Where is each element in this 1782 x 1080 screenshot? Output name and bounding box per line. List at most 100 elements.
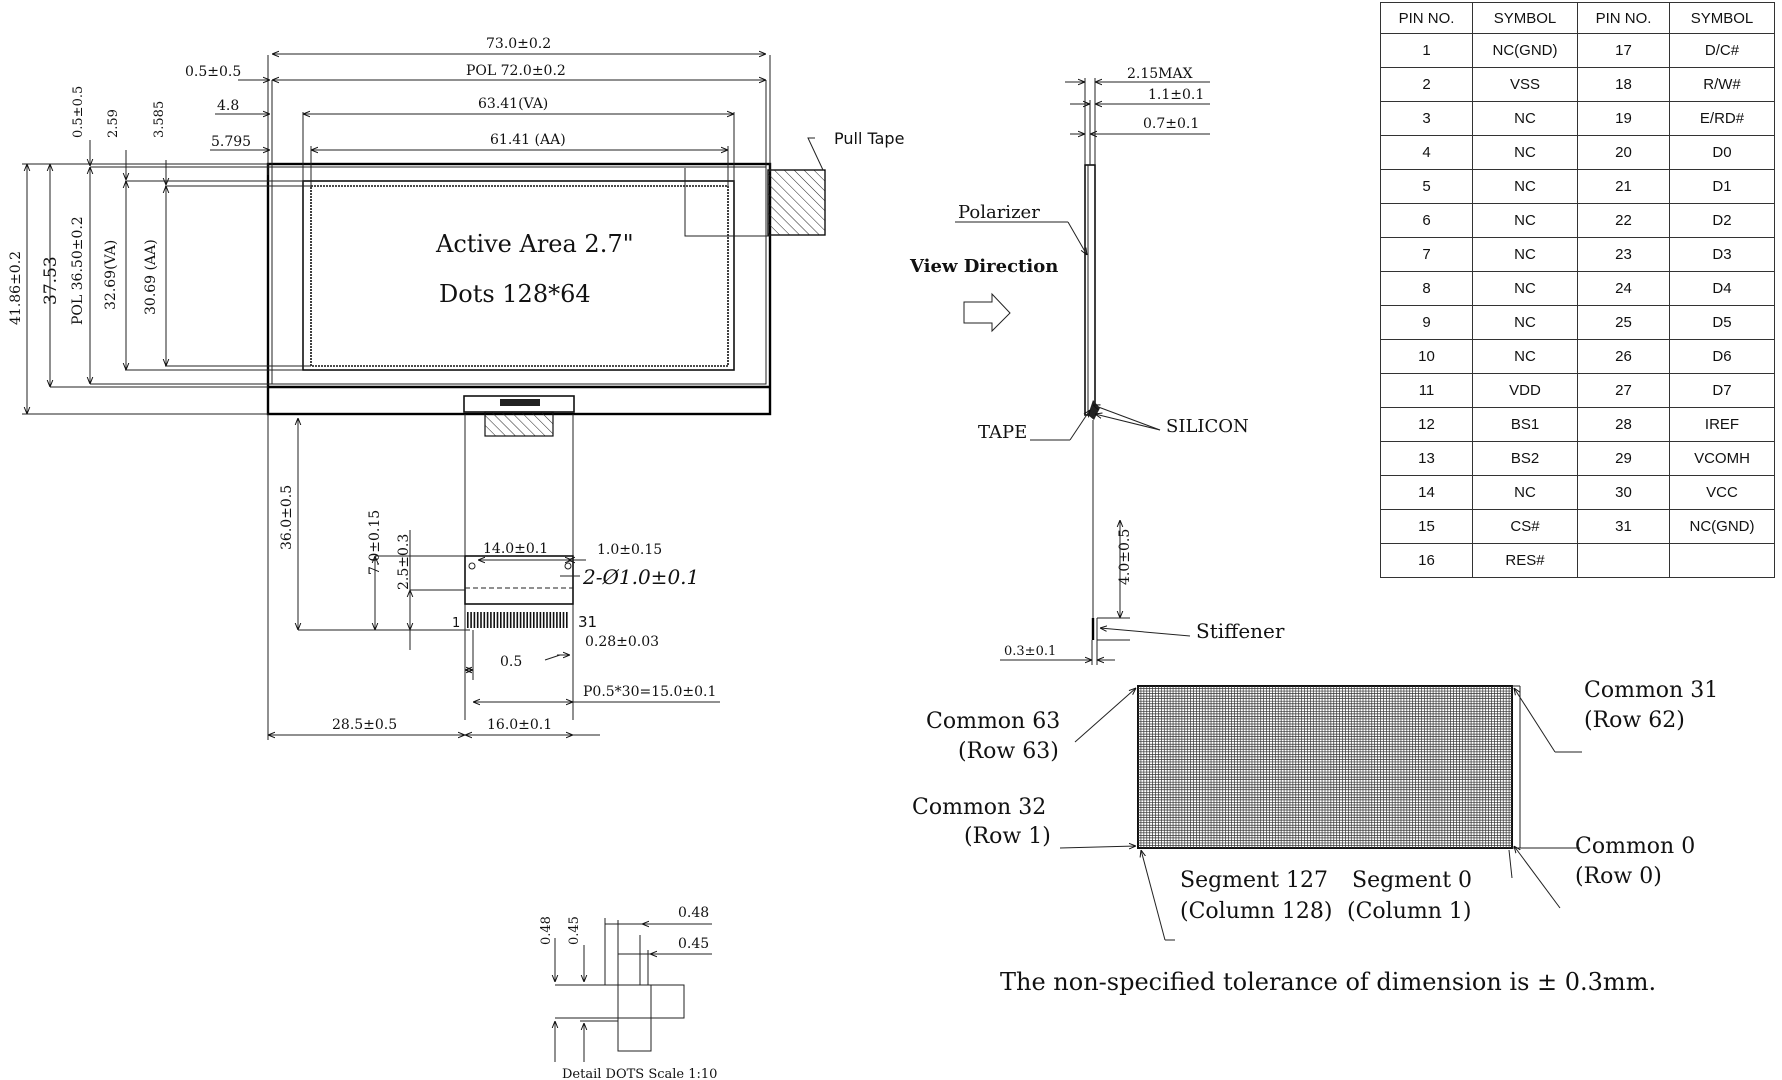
dim-stiffener-height: 7.0±0.15 bbox=[367, 510, 383, 575]
pin-symbol-cell: BS2 bbox=[1472, 441, 1578, 476]
column-1-label: (Column 1) bbox=[1347, 899, 1471, 924]
pin-number-cell: 29 bbox=[1577, 441, 1670, 476]
pin-number-cell: 14 bbox=[1380, 475, 1473, 510]
dim-pitch: 0.5 bbox=[500, 654, 522, 670]
pin-number-cell: 6 bbox=[1380, 203, 1473, 238]
dim-top-offset-1: 0.5±0.5 bbox=[71, 86, 86, 138]
pin-number-cell: 12 bbox=[1380, 407, 1473, 442]
pin-number-cell: 31 bbox=[1577, 509, 1670, 544]
pin-number-cell: 13 bbox=[1380, 441, 1473, 476]
fpc-pin bbox=[506, 612, 509, 628]
dim-left-offset-2: 4.8 bbox=[217, 98, 239, 114]
pin-number-cell: 18 bbox=[1577, 67, 1670, 102]
row-63-label: (Row 63) bbox=[958, 739, 1059, 764]
side-view: 2.15MAX 1.1±0.1 0.7±0.1 Polarizer View D… bbox=[909, 66, 1285, 665]
pin-symbol-cell: D5 bbox=[1669, 305, 1775, 340]
dim-hole-span: 14.0±0.1 bbox=[483, 541, 548, 557]
pin-number-cell bbox=[1577, 543, 1670, 578]
detail-dim-a-vertical: 0.48 bbox=[539, 916, 554, 945]
fpc-pin bbox=[467, 612, 469, 628]
fpc-pin bbox=[509, 612, 512, 628]
fpc-pin-1-label: 1 bbox=[452, 616, 460, 631]
pin-symbol-cell: D1 bbox=[1669, 169, 1775, 204]
fpc-pin bbox=[562, 612, 565, 628]
fpc-pin bbox=[513, 612, 515, 628]
pin-symbol-cell: D4 bbox=[1669, 271, 1775, 306]
width-dimensions bbox=[210, 54, 771, 187]
pin-number-cell: 7 bbox=[1380, 237, 1473, 272]
pin-symbol-cell: VDD bbox=[1472, 373, 1578, 408]
pin-number-cell: 19 bbox=[1577, 101, 1670, 136]
tolerance-note: The non-specified tolerance of dimension… bbox=[1000, 968, 1657, 996]
pin-number-cell: 8 bbox=[1380, 271, 1473, 306]
pin-symbol-cell: D2 bbox=[1669, 203, 1775, 238]
fpc-holes-label: 2-Ø1.0±0.1 bbox=[582, 565, 699, 589]
height-dimensions bbox=[22, 140, 311, 415]
column-128-label: (Column 128) bbox=[1180, 899, 1332, 924]
pin-number-cell: 15 bbox=[1380, 509, 1473, 544]
fpc-pin bbox=[533, 612, 535, 628]
pin-number-cell: 4 bbox=[1380, 135, 1473, 170]
silicon-label: SILICON bbox=[1166, 416, 1249, 437]
pin-table-header: PIN NO. bbox=[1577, 2, 1670, 34]
row-0-label: (Row 0) bbox=[1575, 864, 1662, 889]
active-area bbox=[310, 185, 729, 367]
view-direction-label: View Direction bbox=[909, 256, 1058, 277]
fpc-pin bbox=[556, 612, 558, 628]
fpc-drawing: 1 31 36.0±0.5 7.0±0.15 bbox=[267, 414, 720, 740]
fpc-pin bbox=[470, 612, 472, 628]
fpc-contact-pins bbox=[467, 612, 568, 628]
pin-symbol-cell: RES# bbox=[1472, 543, 1578, 578]
polarizer-label: Polarizer bbox=[958, 202, 1040, 223]
dim-fpc-offset: 28.5±0.5 bbox=[332, 717, 397, 733]
pin-symbol-cell: NC bbox=[1472, 203, 1578, 238]
dim-fpc-width: 16.0±0.1 bbox=[487, 717, 552, 733]
fpc-pin bbox=[500, 612, 502, 628]
fpc-hole-right bbox=[564, 562, 572, 570]
dim-stiffener-thickness: 0.3±0.1 bbox=[1004, 644, 1056, 659]
fpc-pin bbox=[493, 612, 495, 628]
dim-fpc-length: 36.0±0.5 bbox=[279, 485, 295, 550]
pin-table-header-row: PIN NO. SYMBOL PIN NO. SYMBOL bbox=[1380, 2, 1775, 34]
fpc-pin bbox=[529, 612, 532, 628]
fpc-pin bbox=[483, 612, 486, 628]
pin-symbol-cell: D/C# bbox=[1669, 33, 1775, 68]
dim-stiffener-length: 4.0±0.5 bbox=[1117, 529, 1133, 585]
fpc-pin bbox=[523, 612, 525, 628]
pin-symbol-cell: NC bbox=[1472, 475, 1578, 510]
front-view: Pull Tape Active Area 2.7" Dots 128*64 7… bbox=[8, 36, 904, 437]
detail-dim-a-horizontal: 0.48 bbox=[678, 905, 709, 921]
pin-symbol-cell: VSS bbox=[1472, 67, 1578, 102]
pin-symbol-cell: D6 bbox=[1669, 339, 1775, 374]
fpc-pin bbox=[496, 612, 499, 628]
pin-number-cell: 3 bbox=[1380, 101, 1473, 136]
dim-glass-thickness: 1.1±0.1 bbox=[1148, 87, 1204, 103]
fpc-pin bbox=[476, 612, 479, 628]
fpc-pin bbox=[546, 612, 548, 628]
fpc-pin bbox=[473, 612, 476, 628]
fpc-pin bbox=[490, 612, 492, 628]
common-32-label: Common 32 bbox=[912, 795, 1046, 820]
pin-symbol-cell: CS# bbox=[1472, 509, 1578, 544]
fpc-pin bbox=[480, 612, 482, 628]
dim-va-height: 32.69(VA) bbox=[103, 240, 119, 310]
pin-number-cell: 27 bbox=[1577, 373, 1670, 408]
pin-table-header: SYMBOL bbox=[1472, 2, 1578, 34]
dim-aa-width: 61.41 (AA) bbox=[490, 132, 566, 148]
segment-0-label: Segment 0 bbox=[1352, 868, 1472, 893]
dim-pol-height: POL 36.50±0.2 bbox=[70, 216, 86, 325]
pin-symbol-cell: NC bbox=[1472, 339, 1578, 374]
pin-symbol-cell bbox=[1669, 543, 1775, 578]
pin-symbol-cell: E/RD# bbox=[1669, 101, 1775, 136]
pin-symbol-cell: NC bbox=[1472, 237, 1578, 272]
pin-number-cell: 23 bbox=[1577, 237, 1670, 272]
pin-number-cell: 16 bbox=[1380, 543, 1473, 578]
dim-total-thickness: 2.15MAX bbox=[1127, 66, 1193, 82]
